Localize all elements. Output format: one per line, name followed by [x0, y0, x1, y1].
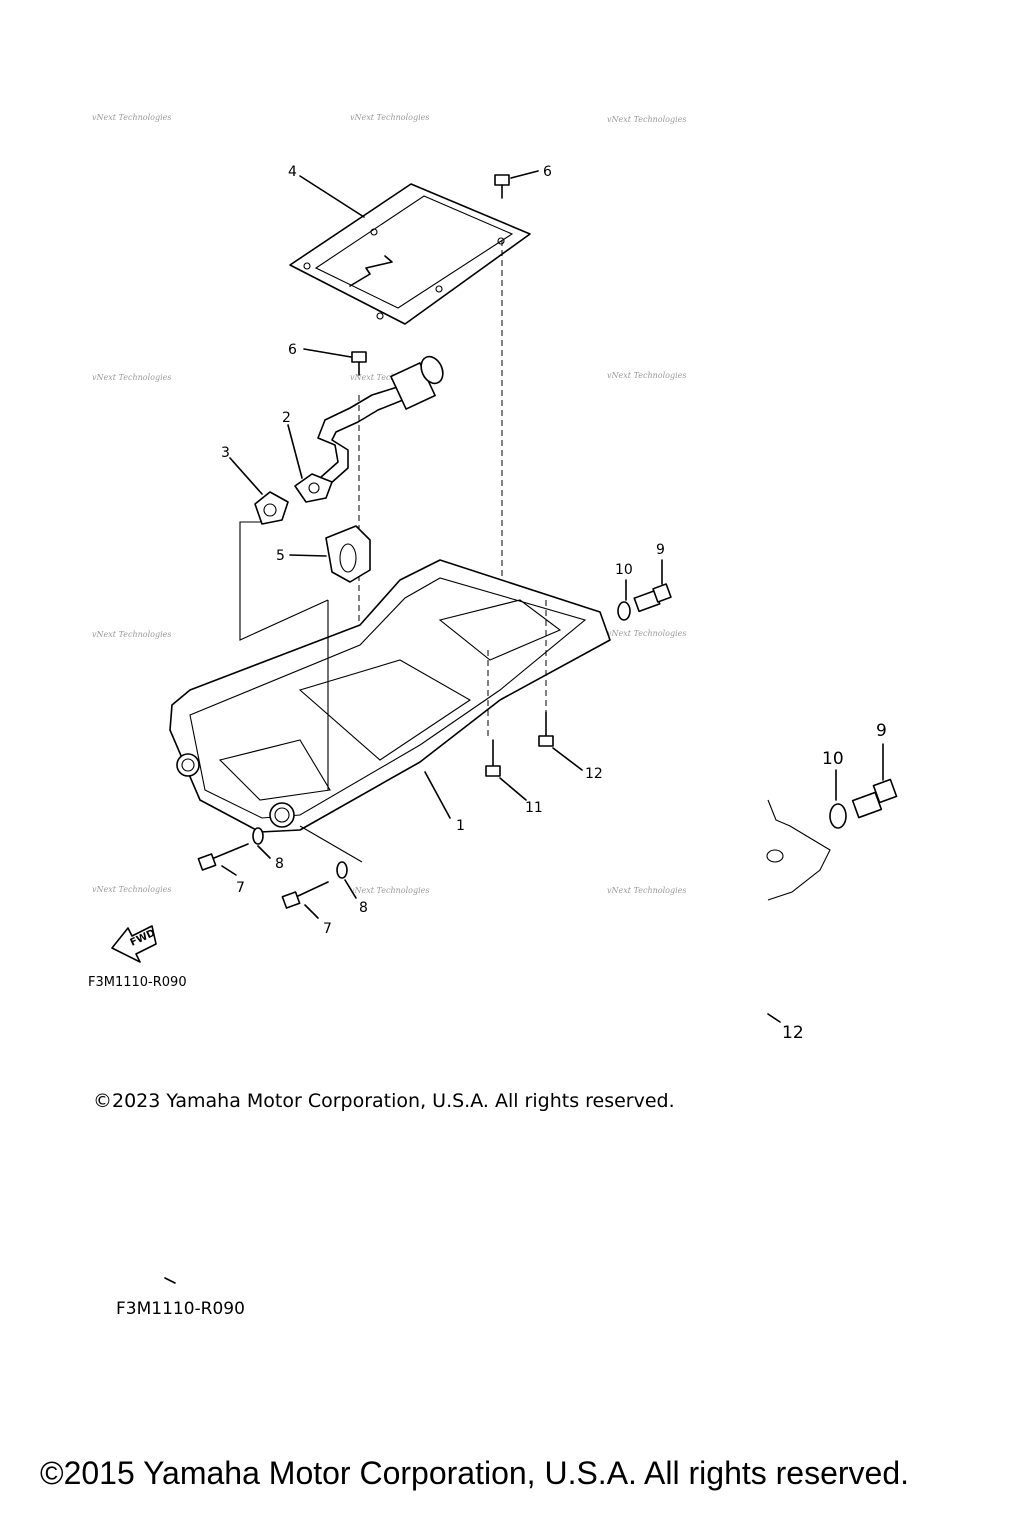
part-oil-pan [169, 559, 611, 833]
diagram-code: F3M1110-R090 [88, 975, 187, 990]
watermark: vNext Technologies [607, 629, 686, 638]
part-flange-bolts [485, 711, 583, 801]
watermark: vNext Technologies [350, 113, 429, 122]
callout-5: 5 [276, 548, 285, 564]
watermark: vNext Technologies [350, 373, 429, 382]
part-bolts-front [197, 825, 363, 919]
watermark: vNext Technologies [607, 115, 686, 124]
callout-10-inset: 10 [822, 749, 844, 769]
callout-8: 8 [359, 900, 368, 916]
watermark: vNext Technologies [350, 886, 429, 895]
part-drain-bolt [617, 559, 672, 621]
callout-12: 12 [585, 766, 603, 782]
inset-detail [164, 743, 898, 1284]
callout-3: 3 [221, 445, 230, 461]
callout-6: 6 [543, 164, 552, 180]
copyright-2015: ©2015 Yamaha Motor Corporation, U.S.A. A… [40, 1455, 910, 1491]
callout-7: 7 [323, 921, 332, 937]
callout-4: 4 [288, 164, 297, 180]
callout-9-inset: 9 [876, 721, 887, 741]
callout-9: 9 [656, 542, 665, 558]
callout-7: 7 [236, 880, 245, 896]
watermark: vNext Technologies [92, 113, 171, 122]
callout-11: 11 [525, 800, 543, 816]
watermark: vNext Technologies [607, 371, 686, 380]
watermark: vNext Technologies [92, 885, 171, 894]
callout-6: 6 [288, 342, 297, 358]
watermark: vNext Technologies [607, 886, 686, 895]
callout-1: 1 [456, 818, 465, 834]
watermark: vNext Technologies [92, 373, 171, 382]
fwd-indicator: FWD [111, 925, 157, 963]
part-grommet [289, 525, 371, 583]
callout-8: 8 [275, 856, 284, 872]
copyright-2023: ©2023 Yamaha Motor Corporation, U.S.A. A… [93, 1090, 675, 1112]
callout-2: 2 [282, 410, 291, 426]
callout-12-inset: 12 [782, 1023, 804, 1043]
callout-10: 10 [615, 562, 633, 578]
part-oil-pipe [287, 355, 444, 503]
part-gasket [229, 457, 329, 641]
callouts: 1 2 3 4 5 6 6 7 7 8 8 9 10 11 12 9 10 12 [221, 164, 887, 1043]
part-cover-plate [289, 175, 531, 325]
fwd-arrow-icon [349, 255, 393, 287]
diagram-code-inset: F3M1110-R090 [116, 1299, 245, 1319]
watermark: vNext Technologies [92, 630, 171, 639]
